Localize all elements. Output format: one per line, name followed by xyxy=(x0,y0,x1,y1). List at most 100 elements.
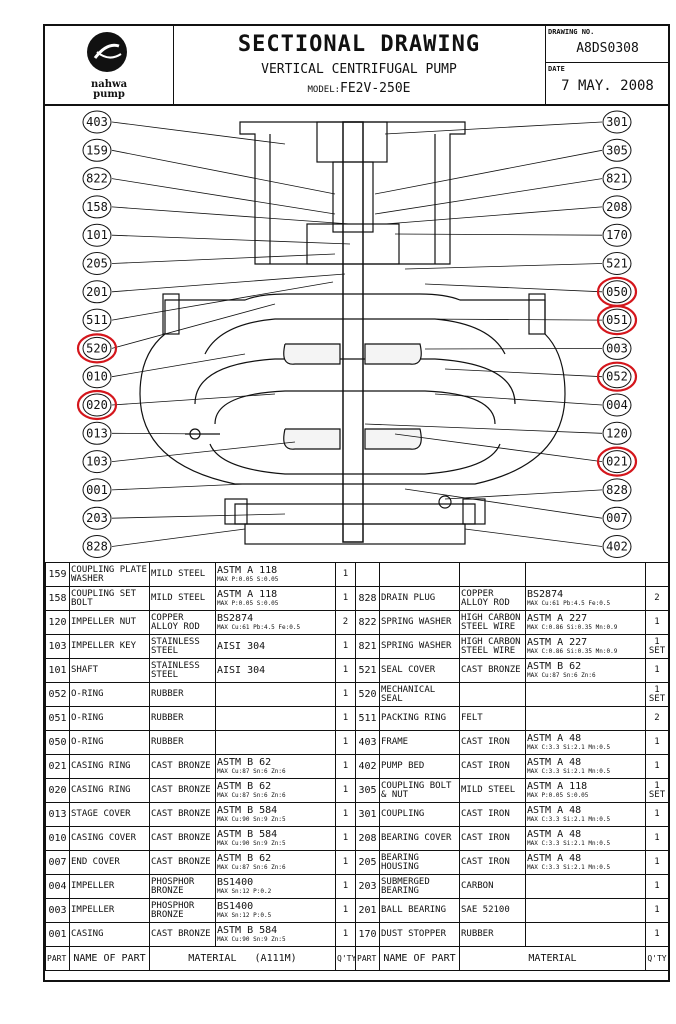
part-qty: 1 xyxy=(645,802,669,827)
part-spec xyxy=(525,706,646,731)
model-number: FE2V-250E xyxy=(340,81,411,96)
svg-text:007: 007 xyxy=(606,511,628,525)
col-name-right: NAME OF PART xyxy=(379,946,460,971)
part-name: MECHANICAL SEAL xyxy=(379,682,460,707)
part-material: RUBBER xyxy=(149,706,216,731)
drawing-subtitle: VERTICAL CENTRIFUGAL PUMP xyxy=(261,62,457,77)
part-spec xyxy=(525,562,646,587)
part-qty: 1 xyxy=(335,730,356,755)
part-name: COUPLING SET BOLT xyxy=(69,586,150,611)
part-spec: AISI 304 xyxy=(215,634,336,659)
part-qty: 1 SET xyxy=(645,778,669,803)
part-material: COPPER ALLOY ROD xyxy=(459,586,526,611)
part-name: SUBMERGED BEARING xyxy=(379,874,460,899)
part-name: IMPELLER NUT xyxy=(69,610,150,635)
svg-text:003: 003 xyxy=(606,341,628,355)
drawing-date: 7 MAY. 2008 xyxy=(561,78,654,94)
part-no: 403 xyxy=(355,730,380,755)
callout-left-511: 511 xyxy=(82,281,334,332)
svg-text:205: 205 xyxy=(86,257,108,271)
highlight-ring xyxy=(596,305,638,336)
part-name: PUMP BED xyxy=(379,754,460,779)
part-name: SEAL COVER xyxy=(379,658,460,683)
part-material: STAINLESS STEEL xyxy=(149,634,216,659)
highlight-ring xyxy=(76,333,118,364)
part-qty: 1 xyxy=(645,874,669,899)
part-no: 007 xyxy=(45,850,70,875)
part-material: SAE 52100 xyxy=(459,898,526,923)
part-material: COPPER ALLOY ROD xyxy=(149,610,216,635)
part-no: 120 xyxy=(45,610,70,635)
part-name: BALL BEARING xyxy=(379,898,460,923)
callout-left-520: 520 xyxy=(76,303,276,364)
part-no: 004 xyxy=(45,874,70,899)
part-name: CASING RING xyxy=(69,778,150,803)
part-material: HIGH CARBON STEEL WIRE xyxy=(459,634,526,659)
callout-right-821: 821 xyxy=(374,167,632,215)
part-name: IMPELLER xyxy=(69,898,150,923)
callout-right-305: 305 xyxy=(374,138,632,195)
svg-text:103: 103 xyxy=(86,455,108,469)
drawing-title: SECTIONAL DRAWING xyxy=(237,32,481,57)
part-no: 402 xyxy=(355,754,380,779)
part-no: 021 xyxy=(45,754,70,779)
part-no: 301 xyxy=(355,802,380,827)
part-name: CASING COVER xyxy=(69,826,150,851)
model-label: MODEL: xyxy=(307,85,341,95)
col-name: NAME OF PART xyxy=(69,946,150,971)
part-name: O-RING xyxy=(69,682,150,707)
part-name: IMPELLER xyxy=(69,874,150,899)
part-qty: 1 xyxy=(645,898,669,923)
part-spec xyxy=(525,898,646,923)
part-name xyxy=(379,562,460,587)
part-material xyxy=(459,562,526,587)
svg-text:305: 305 xyxy=(606,143,628,157)
part-qty: 1 SET xyxy=(645,682,669,707)
highlight-ring xyxy=(596,361,638,392)
part-material: MILD STEEL xyxy=(459,778,526,803)
part-material: HIGH CARBON STEEL WIRE xyxy=(459,610,526,635)
part-no: 170 xyxy=(355,922,380,947)
highlight-ring xyxy=(76,389,118,421)
part-material: MILD STEEL xyxy=(149,586,216,611)
part-no: 013 xyxy=(45,802,70,827)
part-spec xyxy=(215,682,336,707)
logo-emblem xyxy=(87,32,127,72)
col-material: MATERIAL (A111M) xyxy=(149,946,336,971)
svg-text:403: 403 xyxy=(86,115,108,129)
company-logo: nahwa pump xyxy=(45,26,174,104)
part-no: 521 xyxy=(355,658,380,683)
part-no: 051 xyxy=(45,706,70,731)
part-no: 103 xyxy=(45,634,70,659)
part-spec xyxy=(215,706,336,731)
callout-left-203: 203 xyxy=(82,506,286,530)
callout-left-020: 020 xyxy=(76,389,276,421)
part-name: PACKING RING xyxy=(379,706,460,731)
part-material: CAST BRONZE xyxy=(149,778,216,803)
part-name: END COVER xyxy=(69,850,150,875)
callout-left-013: 013 xyxy=(82,421,216,445)
svg-text:050: 050 xyxy=(606,285,628,299)
svg-text:120: 120 xyxy=(606,426,628,440)
part-qty: 1 xyxy=(335,826,356,851)
part-material: CAST IRON xyxy=(459,826,526,851)
callout-right-208: 208 xyxy=(384,195,632,225)
part-no: 010 xyxy=(45,826,70,851)
part-material: RUBBER xyxy=(149,730,216,755)
part-material: RUBBER xyxy=(459,922,526,947)
part-material: FELT xyxy=(459,706,526,731)
part-qty: 1 xyxy=(335,706,356,731)
